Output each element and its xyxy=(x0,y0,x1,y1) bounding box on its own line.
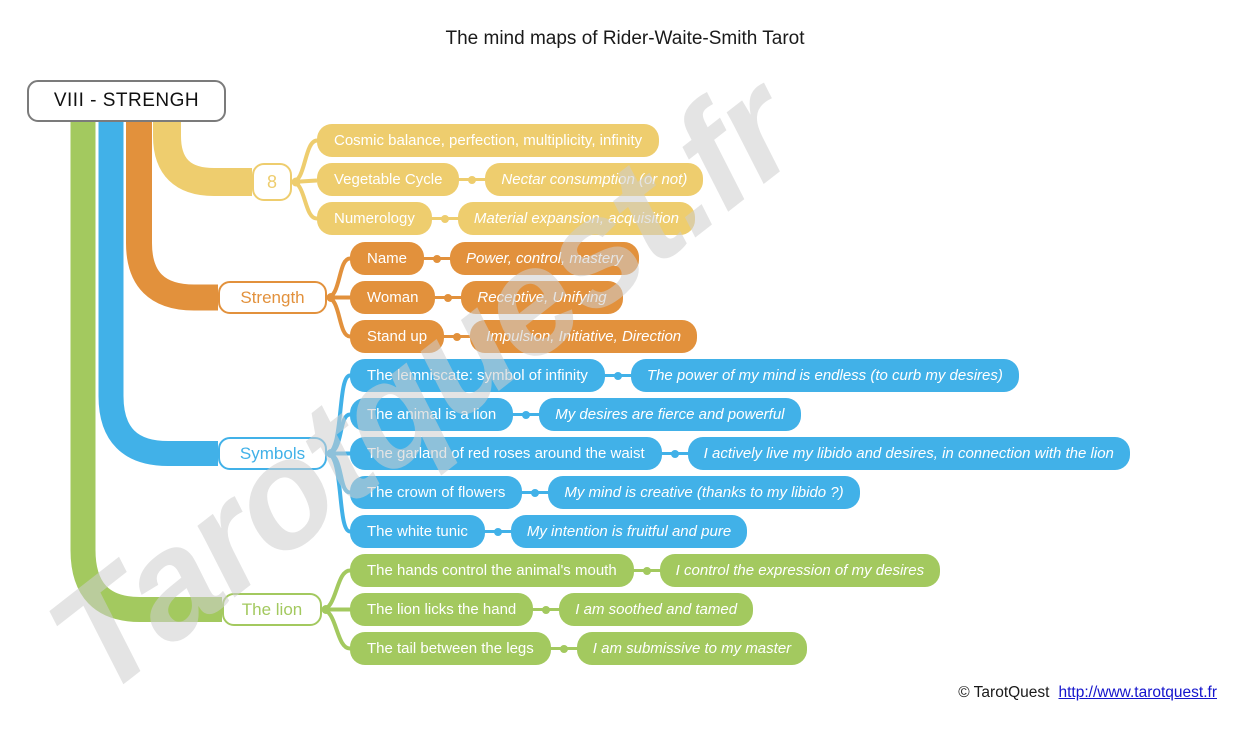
mindmap-row: The tail between the legs I am submissive… xyxy=(350,632,940,665)
connector-dot xyxy=(642,566,651,575)
connector-dot xyxy=(542,605,551,614)
mindmap-note[interactable]: Impulsion, Initiative, Direction xyxy=(470,320,698,353)
node-connector xyxy=(444,320,471,353)
mindmap-node[interactable]: Name xyxy=(350,242,425,275)
mindmap-row: Stand up Impulsion, Initiative, Direction xyxy=(350,320,698,353)
mindmap-note[interactable]: Receptive, Unifying xyxy=(461,281,623,314)
connector-dot xyxy=(670,449,679,458)
mindmap-row: The garland of red roses around the wais… xyxy=(350,437,1130,470)
node-connector xyxy=(661,437,688,470)
node-connector xyxy=(484,515,511,548)
connector-dot xyxy=(433,254,442,263)
mindmap-node[interactable]: The lemniscate: symbol of infinity xyxy=(350,359,605,392)
footer: © TarotQuest http://www.tarotquest.fr xyxy=(958,684,1217,702)
branch-rows-8: Cosmic balance, perfection, multiplicity… xyxy=(317,124,704,241)
mindmap-node[interactable]: The garland of red roses around the wais… xyxy=(350,437,662,470)
mindmap-node[interactable]: Cosmic balance, perfection, multiplicity… xyxy=(317,124,660,157)
node-connector xyxy=(424,242,451,275)
mindmap-note[interactable]: I am submissive to my master xyxy=(576,632,808,665)
mindmap-node[interactable]: The hands control the animal's mouth xyxy=(350,554,634,587)
mindmap-note[interactable]: My mind is creative (thanks to my libido… xyxy=(548,476,860,509)
node-connector xyxy=(533,593,560,626)
mindmap-node[interactable]: Stand up xyxy=(350,320,445,353)
mindmap-row: The animal is a lion My desires are fierc… xyxy=(350,398,1130,431)
mindmap-node[interactable]: Woman xyxy=(350,281,436,314)
mindmap-row: The lemniscate: symbol of infinity The po… xyxy=(350,359,1130,392)
mindmap-row: The lion licks the hand I am soothed and … xyxy=(350,593,940,626)
mindmap-row: Cosmic balance, perfection, multiplicity… xyxy=(317,124,703,157)
mindmap-note[interactable]: Nectar consumption (or not) xyxy=(485,163,704,196)
connector-dot xyxy=(493,527,502,536)
branch-rows-symbols: The lemniscate: symbol of infinity The po… xyxy=(350,359,1130,554)
node-connector xyxy=(604,359,631,392)
node-connector xyxy=(550,632,577,665)
branch-node-symbols[interactable]: Symbols xyxy=(218,437,327,470)
mindmap-row: The hands control the animal's mouth I co… xyxy=(350,554,941,587)
connector-dot xyxy=(531,488,540,497)
mindmap-row: Numerology Material expansion, acquisitio… xyxy=(317,202,703,235)
connector-dot xyxy=(440,214,449,223)
mindmap-node[interactable]: Vegetable Cycle xyxy=(317,163,460,196)
mindmap-node[interactable]: The tail between the legs xyxy=(350,632,551,665)
mindmap-note[interactable]: My intention is fruitful and pure xyxy=(510,515,748,548)
mindmap-row: Woman Receptive, Unifying xyxy=(350,281,697,314)
mindmap-note[interactable]: I control the expression of my desires xyxy=(659,554,941,587)
connector-dot xyxy=(613,371,622,380)
mindmap-note[interactable]: My desires are fierce and powerful xyxy=(539,398,801,431)
node-connector xyxy=(633,554,660,587)
branch-node-strength[interactable]: Strength xyxy=(218,281,327,314)
node-connector xyxy=(522,476,549,509)
mindmap-note[interactable]: Material expansion, acquisition xyxy=(457,202,695,235)
node-connector xyxy=(431,202,458,235)
connector-dot xyxy=(468,175,477,184)
root-node[interactable]: VIII - STRENGH xyxy=(27,80,226,122)
tarotquest-link[interactable]: http://www.tarotquest.fr xyxy=(1058,684,1217,701)
branch-rows-lion: The hands control the animal's mouth I co… xyxy=(350,554,941,671)
mindmap-row: The crown of flowers My mind is creative … xyxy=(350,476,1130,509)
mindmap-note[interactable]: I actively live my libido and desires, i… xyxy=(687,437,1130,470)
mindmap-node[interactable]: Numerology xyxy=(317,202,432,235)
node-connector xyxy=(513,398,540,431)
copyright-text: © TarotQuest xyxy=(958,684,1050,701)
mindmap-note[interactable]: Power, control, mastery xyxy=(450,242,639,275)
page-title: The mind maps of Rider-Waite-Smith Tarot xyxy=(445,28,805,49)
connector-dot xyxy=(444,293,453,302)
connector-dot xyxy=(559,644,568,653)
connector-dot xyxy=(453,332,462,341)
node-connector xyxy=(459,163,486,196)
mindmap-row: Vegetable Cycle Nectar consumption (or no… xyxy=(317,163,704,196)
node-connector xyxy=(435,281,462,314)
mindmap-row: The white tunic My intention is fruitful … xyxy=(350,515,1130,548)
branch-node-lion[interactable]: The lion xyxy=(222,593,322,626)
mindmap-node[interactable]: The lion licks the hand xyxy=(350,593,534,626)
mindmap-node[interactable]: The white tunic xyxy=(350,515,485,548)
mindmap-node[interactable]: The animal is a lion xyxy=(350,398,514,431)
mindmap-note[interactable]: The power of my mind is endless (to curb… xyxy=(630,359,1019,392)
mindmap-note[interactable]: I am soothed and tamed xyxy=(559,593,754,626)
branch-node-8[interactable]: 8 xyxy=(252,163,292,201)
connector-dot xyxy=(522,410,531,419)
mindmap-row: Name Power, control, mastery xyxy=(350,242,697,275)
mindmap-node[interactable]: The crown of flowers xyxy=(350,476,523,509)
